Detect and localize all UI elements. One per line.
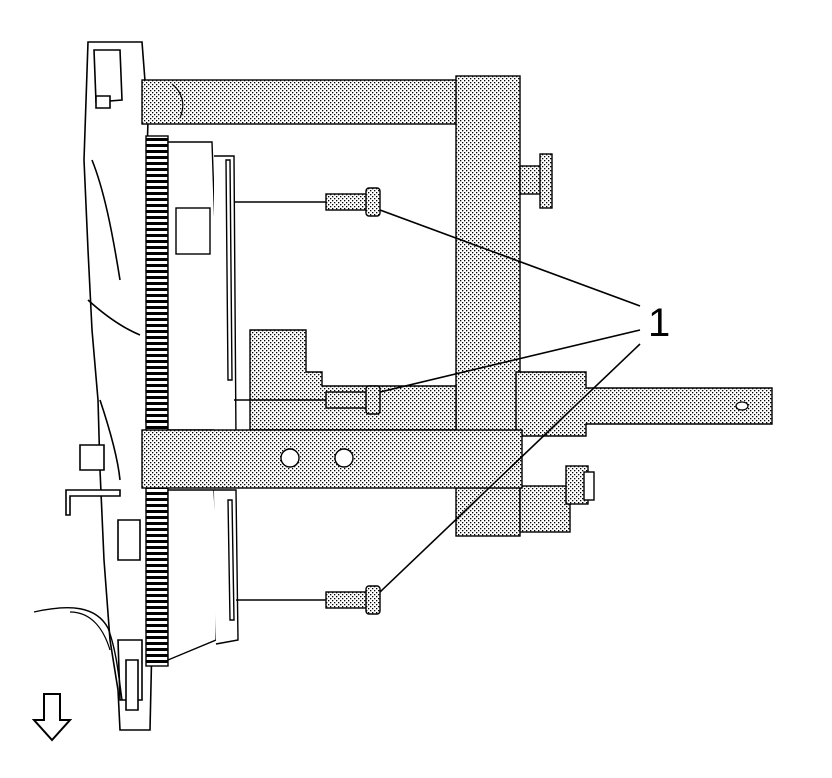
fixture-inner-block [249,329,457,431]
direction-arrow-icon [31,693,73,742]
callout-leader-lines [379,209,641,593]
horizontal-support-bar [141,429,523,489]
cable-line-2 [69,611,111,651]
flywheel-ring-gear [145,135,169,667]
clutch-pressure-plate [167,141,239,662]
callout-label-1: 1 [648,301,670,345]
fixture-clamp-arm [515,371,773,437]
bolt-top [234,187,381,217]
fixture-lower-nut [519,465,595,533]
bolt-middle [234,385,381,415]
cable-line [33,607,123,701]
bellhousing-housing [65,41,153,731]
bolt-bottom [236,585,381,615]
fixture-top-bar [141,79,461,125]
adjustment-knob[interactable] [519,153,553,209]
